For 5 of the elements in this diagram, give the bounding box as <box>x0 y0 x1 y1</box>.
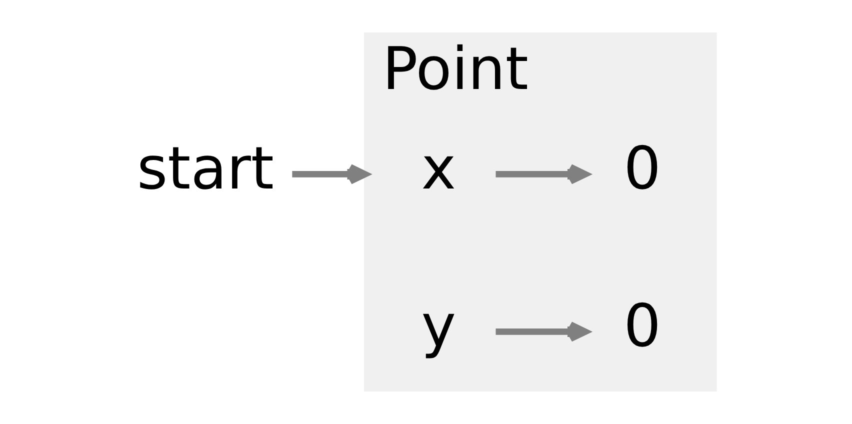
node-text: y <box>421 291 456 360</box>
node-text: 0 <box>624 291 662 360</box>
node-text: x <box>421 134 456 203</box>
node-text: start <box>137 134 274 203</box>
node-text: 0 <box>624 134 662 203</box>
